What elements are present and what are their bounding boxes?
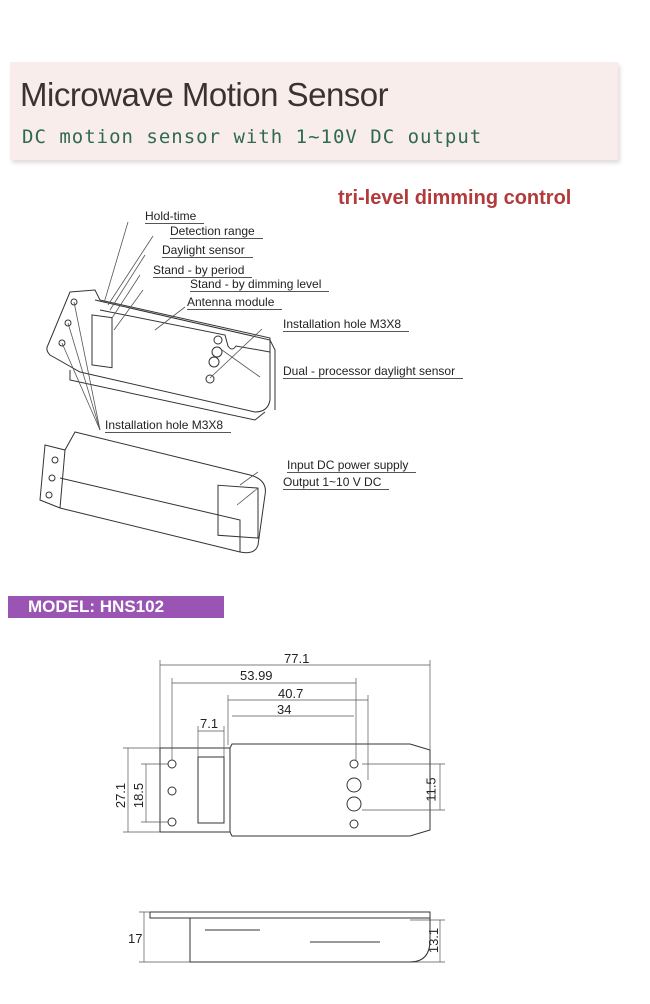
- header-banner: Microwave Motion Sensor DC motion sensor…: [10, 62, 618, 160]
- sensor-isometric-top: [46, 289, 276, 421]
- tagline: tri-level dimming control: [338, 187, 572, 209]
- callout-install-hole-right: Installation hole M3X8: [283, 317, 410, 332]
- dim-40-7: 40.7: [278, 686, 304, 701]
- model-label: MODEL: HNS102: [8, 596, 224, 618]
- dim-hole-span: 18.5: [131, 782, 147, 809]
- dim-body-height: 13.1: [426, 927, 442, 954]
- top-view-drawing: [159, 743, 431, 837]
- callout-detection-range: Detection range: [170, 224, 263, 239]
- dim-53-99: 53.99: [240, 668, 273, 683]
- callout-daylight-sensor: Daylight sensor: [162, 243, 253, 258]
- dim-sensor-span: 11.5: [423, 777, 439, 802]
- sensor-isometric-bottom: [39, 431, 266, 554]
- callout-dual-processor: Dual - processor daylight sensor: [283, 364, 464, 379]
- dim-dip-switch: 7.1: [200, 716, 219, 731]
- dim-height: 17: [128, 931, 143, 946]
- dim-34: 34: [277, 702, 292, 717]
- side-view-drawing: [149, 911, 431, 963]
- page-title: Microwave Motion Sensor: [20, 76, 389, 113]
- page-subtitle: DC motion sensor with 1~10V DC output: [22, 126, 483, 148]
- callout-hold-time: Hold-time: [145, 209, 205, 224]
- dim-overall-length: 77.1: [284, 651, 310, 666]
- callout-standby-period: Stand - by period: [153, 263, 253, 278]
- callout-install-hole-left: Installation hole M3X8: [105, 418, 232, 433]
- dimension-lines: [123, 660, 445, 963]
- callout-antenna-module: Antenna module: [187, 295, 283, 310]
- callout-standby-dimming: Stand - by dimming level: [190, 277, 330, 292]
- callout-output-dc: Output 1~10 V DC: [283, 475, 390, 490]
- callout-input-dc: Input DC power supply: [287, 458, 417, 473]
- leader-lines: [61, 221, 263, 506]
- dim-width: 27.1: [113, 782, 129, 809]
